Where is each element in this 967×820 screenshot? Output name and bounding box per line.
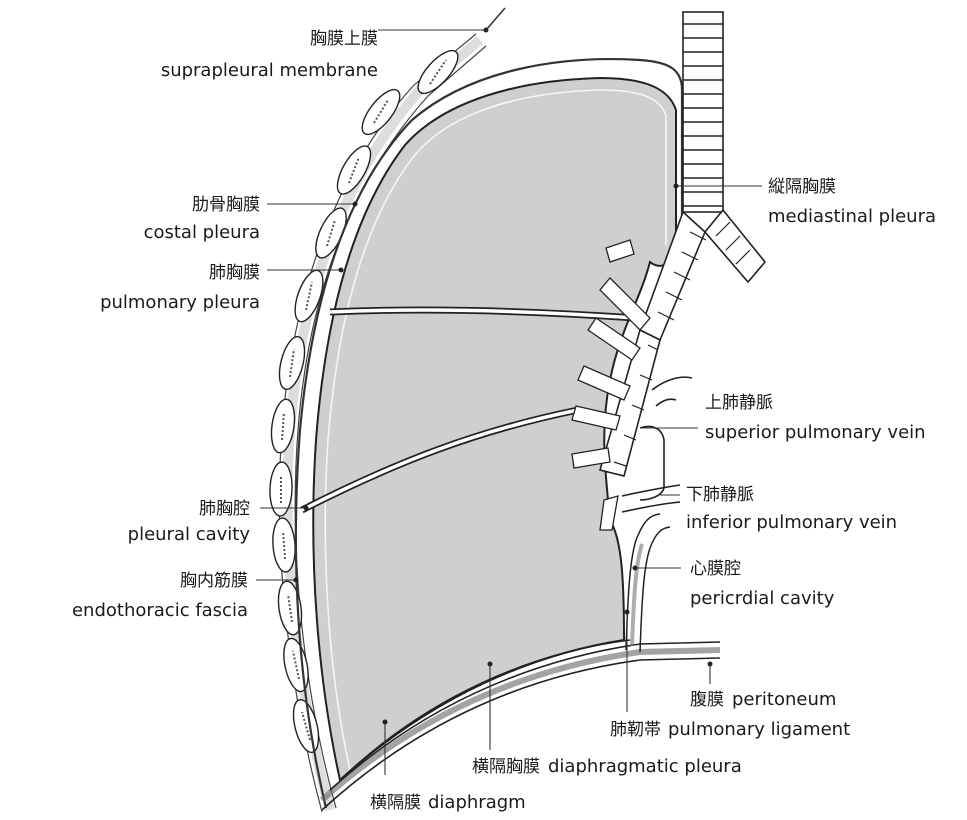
label-pulmonary-ligament-en: pulmonary ligament xyxy=(668,719,850,740)
label-mediastinal-ja: 縦隔胸膜 xyxy=(768,177,836,197)
label-peritoneum-ja: 腹膜 xyxy=(690,690,724,710)
label-pulmonary-ligament-ja: 肺靭帯 xyxy=(610,720,661,740)
label-suprapleural-en: suprapleural membrane xyxy=(161,60,378,81)
label-diaphragm-ja: 横隔膜 xyxy=(370,793,421,813)
label-suprapleural-ja: 胸膜上膜 xyxy=(310,29,378,49)
label-diaphragmatic-en: diaphragmatic pleura xyxy=(548,756,742,777)
label-costal-en: costal pleura xyxy=(144,222,260,243)
label-superior-vein-en: superior pulmonary vein xyxy=(705,422,926,443)
label-costal-ja: 肋骨胸膜 xyxy=(192,195,260,215)
rib xyxy=(275,334,309,392)
label-inferior-vein-ja: 下肺静脈 xyxy=(686,485,754,505)
rib xyxy=(271,517,297,572)
label-pleural-cavity-ja: 肺胸腔 xyxy=(199,499,250,519)
label-pericardial-en: pericrdial cavity xyxy=(690,588,835,609)
label-pericardial-ja: 心膜腔 xyxy=(690,559,741,579)
rib xyxy=(280,636,313,693)
label-pleural-cavity-en: pleural cavity xyxy=(128,524,251,545)
pericardium xyxy=(626,514,670,652)
label-diaphragm-en: diaphragm xyxy=(428,792,526,813)
label-inferior-vein-en: inferior pulmonary vein xyxy=(686,512,897,533)
label-endothoracic-ja: 胸内筋膜 xyxy=(180,571,248,591)
label-pulmonary-pleura-ja: 肺胸膜 xyxy=(209,263,260,283)
label-endothoracic-en: endothoracic fascia xyxy=(72,600,248,621)
label-superior-vein-ja: 上肺静脈 xyxy=(705,393,773,413)
label-pulmonary-pleura-en: pulmonary pleura xyxy=(100,292,260,313)
rib xyxy=(275,580,304,637)
label-peritoneum-en: peritoneum xyxy=(732,689,836,710)
label-mediastinal-en: mediastinal pleura xyxy=(768,206,936,227)
label-diaphragmatic-ja: 横隔胸膜 xyxy=(472,757,540,777)
